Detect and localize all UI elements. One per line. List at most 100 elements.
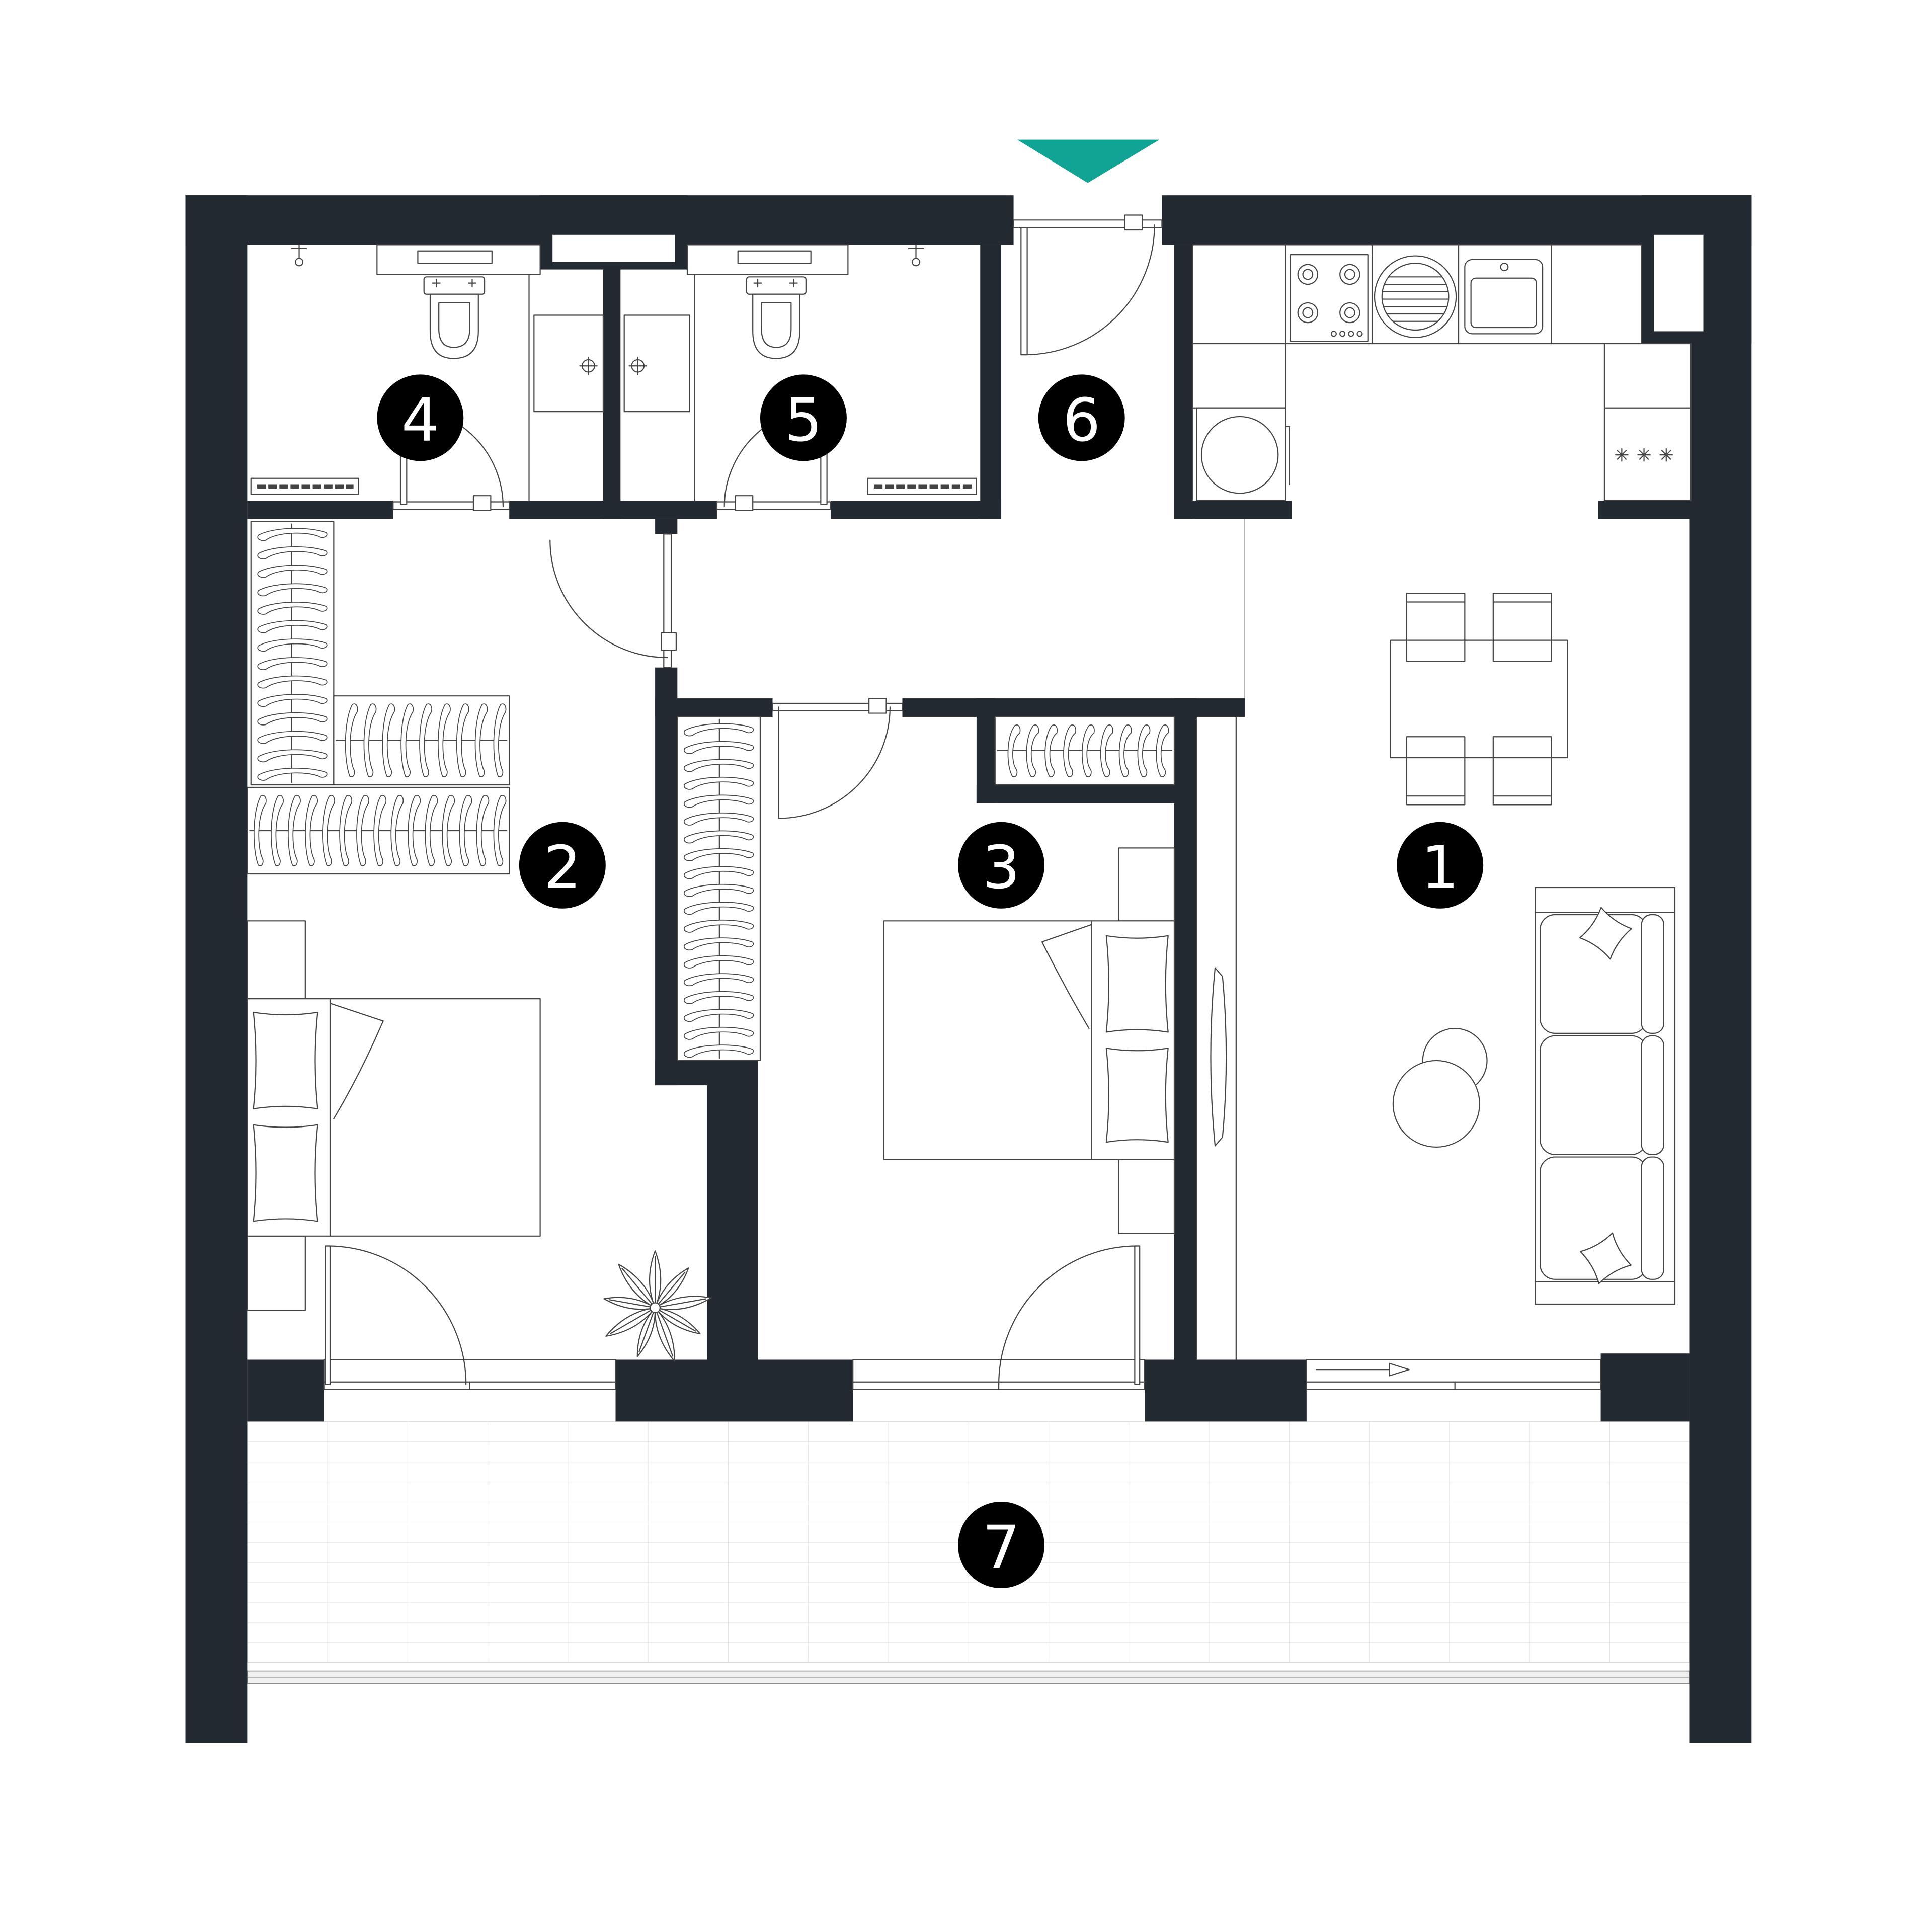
hanger xyxy=(684,955,754,969)
hanger xyxy=(1137,725,1151,777)
room-number: 7 xyxy=(983,1513,1020,1582)
coffee-table-icon xyxy=(1392,1060,1480,1148)
hanger xyxy=(257,657,328,670)
pillow-icon xyxy=(253,1012,318,1109)
hanger xyxy=(684,848,754,861)
chair-icon xyxy=(1492,593,1552,662)
hanger xyxy=(257,712,328,726)
wardrobe-icon xyxy=(247,786,510,875)
hob-icon xyxy=(1290,254,1369,342)
radiator-icon xyxy=(867,477,977,495)
dining-table-icon xyxy=(1390,639,1568,759)
pillow-icon xyxy=(1579,907,1632,960)
wall-bottom xyxy=(247,1359,324,1422)
plant-icon xyxy=(603,1250,712,1362)
shaft-opening xyxy=(552,234,675,262)
hanger xyxy=(257,768,328,781)
sliding-door-leaf xyxy=(1210,967,1227,1147)
hanger xyxy=(257,528,328,541)
hanger xyxy=(684,1009,754,1022)
washing-machine-icon xyxy=(1196,407,1290,502)
bedroom-3 xyxy=(677,697,1175,1390)
hanger xyxy=(684,991,754,1004)
hanger xyxy=(271,795,284,866)
hanger xyxy=(1007,725,1021,777)
hanger xyxy=(419,703,432,777)
pillow-icon xyxy=(1579,1232,1632,1284)
tap-icon xyxy=(291,244,307,267)
wall-room-3-right xyxy=(1174,698,1197,1360)
hanger xyxy=(257,620,328,633)
washbasin-icon xyxy=(376,244,541,275)
nightstand xyxy=(247,920,306,1000)
hanger xyxy=(684,830,754,844)
hanger xyxy=(257,546,328,559)
kitchen-sink-icon xyxy=(1464,259,1544,335)
room-number: 5 xyxy=(784,386,822,455)
hanger xyxy=(257,675,328,689)
hanger xyxy=(684,883,754,897)
wall-bottom xyxy=(1145,1359,1307,1422)
wall-room-2-right xyxy=(655,667,678,1086)
bed-icon xyxy=(247,998,541,1237)
wardrobe-icon xyxy=(250,521,335,786)
wardrobe-icon xyxy=(333,695,510,786)
hanger xyxy=(1044,725,1058,777)
room-marker-1: 1 xyxy=(1397,822,1484,909)
wall-segment xyxy=(655,519,678,534)
hanger xyxy=(373,795,386,866)
hanger xyxy=(1063,725,1076,777)
hanger xyxy=(400,703,414,777)
hanger xyxy=(684,919,754,933)
room-marker-6: 6 xyxy=(1038,374,1125,461)
chair-icon xyxy=(1492,736,1552,806)
room-number: 2 xyxy=(543,833,581,902)
shower-icon xyxy=(533,314,604,413)
hanger xyxy=(684,759,754,772)
hanger xyxy=(684,973,754,987)
sofa-icon xyxy=(1535,887,1676,1305)
hanger xyxy=(287,795,301,866)
wardrobe-icon xyxy=(677,716,761,1062)
nightstand xyxy=(247,1235,306,1311)
bedroom-2 xyxy=(247,521,712,1390)
hanger xyxy=(456,703,469,777)
room-marker-3: 3 xyxy=(958,822,1045,909)
hanger xyxy=(1100,725,1113,777)
bathroom-5 xyxy=(623,244,977,511)
room-number: 4 xyxy=(401,386,439,455)
bed-icon xyxy=(883,920,1175,1160)
hanger xyxy=(474,703,488,777)
wall-bathroom-divider xyxy=(603,245,621,519)
room-marker-7: 7 xyxy=(958,1502,1045,1589)
hanger xyxy=(425,795,438,866)
shaft-opening xyxy=(1654,234,1704,332)
hanger xyxy=(257,731,328,744)
wall-bathroom-5-right xyxy=(980,245,1002,519)
kitchen-sink-icon xyxy=(1374,255,1457,338)
wall-left xyxy=(185,195,248,1743)
column-room-2-3 xyxy=(707,1060,758,1360)
entrance-door xyxy=(1013,214,1163,356)
hanger xyxy=(382,703,395,777)
room-3-door xyxy=(772,697,903,819)
shower-icon xyxy=(623,314,691,413)
room-number: 6 xyxy=(1063,386,1100,455)
room-marker-4: 4 xyxy=(377,374,464,461)
hanger xyxy=(438,703,451,777)
wall-segment xyxy=(247,501,393,519)
room-marker-2: 2 xyxy=(519,822,606,909)
pillow-icon xyxy=(1105,935,1169,1033)
room-number: 3 xyxy=(983,833,1020,902)
hanger xyxy=(339,795,352,866)
hanger xyxy=(408,795,421,866)
wall-segment xyxy=(655,698,773,717)
hanger xyxy=(684,1044,754,1058)
nightstand xyxy=(1118,1159,1175,1235)
hanger xyxy=(684,1026,754,1040)
wardrobe-icon xyxy=(994,716,1175,786)
hanger xyxy=(257,694,328,707)
hanger xyxy=(684,723,754,737)
hanger xyxy=(684,866,754,879)
tap-icon xyxy=(908,244,924,267)
